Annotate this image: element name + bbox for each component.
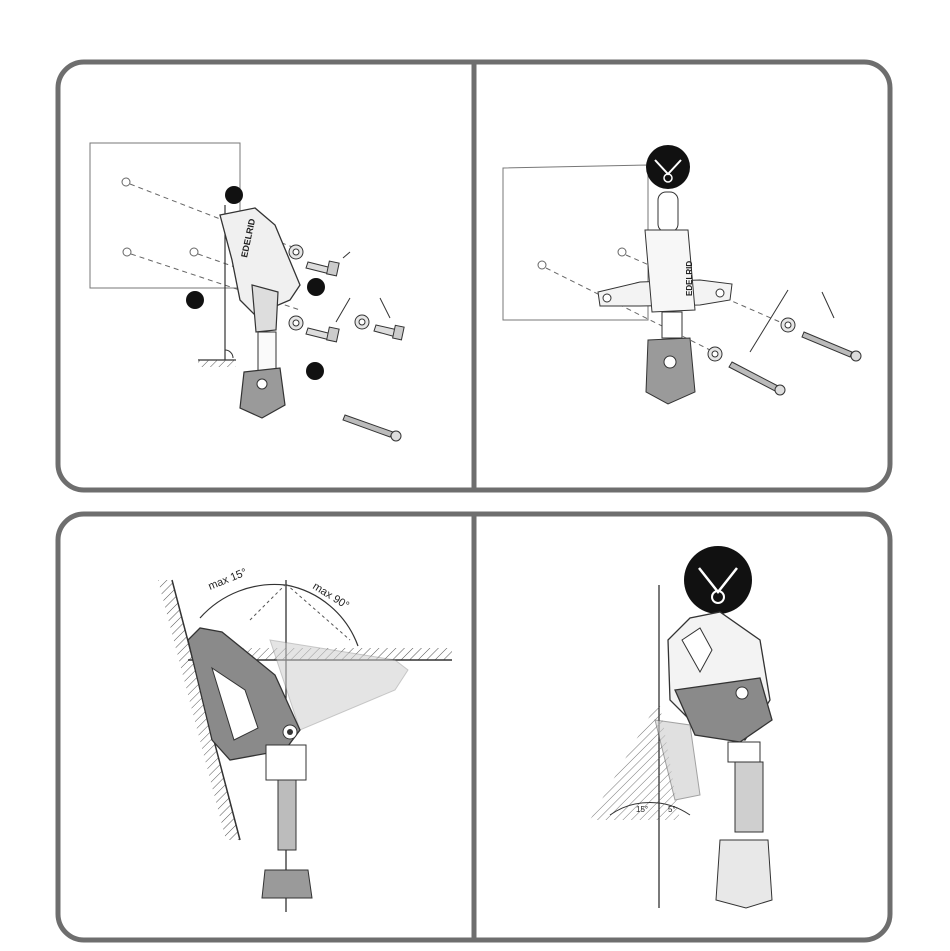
angle-label-max-15: max 15°	[207, 566, 249, 592]
screw-icon	[729, 362, 785, 395]
washer-icon	[289, 316, 303, 330]
numbered-dot-icon	[307, 278, 325, 296]
panel-mount-wall-screws: EDELRID	[503, 145, 861, 404]
chain-anchor-icon	[646, 145, 690, 189]
washer-icon	[289, 245, 303, 259]
screw-icon	[802, 332, 861, 361]
hole	[123, 248, 131, 256]
hole	[122, 178, 130, 186]
washer-icon	[781, 318, 795, 332]
device-stem	[278, 780, 296, 850]
numbered-dot-icon	[306, 362, 324, 380]
washer-icon	[355, 315, 369, 329]
bolt-icon	[374, 325, 404, 340]
wall-plate	[90, 143, 240, 288]
panel-hang-angles: 15° 5°	[590, 546, 772, 908]
numbered-dot-icon	[186, 291, 204, 309]
device-head	[240, 368, 285, 418]
angle-label-5: 5°	[668, 805, 676, 814]
panel-tilt-angles: max 15° max 90°	[158, 566, 452, 912]
device-body	[252, 285, 278, 332]
hole	[190, 248, 198, 256]
device-head	[646, 338, 695, 404]
device-stem	[735, 762, 763, 832]
angle-label-15: 15°	[636, 805, 648, 814]
panel-mount-wall-bolts: EDELRID	[90, 143, 404, 441]
device-stem	[258, 332, 276, 372]
device-head	[716, 840, 772, 908]
brand-label: EDELRID	[685, 261, 694, 296]
numbered-dot-icon	[225, 186, 243, 204]
hatched-ground-icon	[198, 360, 236, 367]
device-head	[262, 870, 312, 898]
bolt-icon	[306, 261, 339, 276]
washer-icon	[708, 347, 722, 361]
screw-icon	[343, 415, 401, 441]
bolt-icon	[306, 327, 339, 342]
chain-anchor-icon	[684, 546, 752, 614]
